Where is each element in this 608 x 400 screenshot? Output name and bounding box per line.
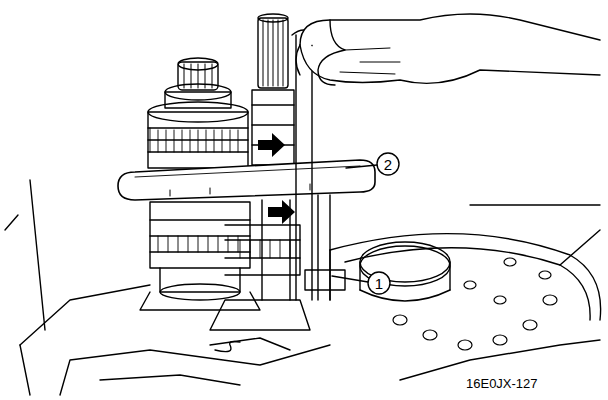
callout-number: 2 (384, 157, 392, 172)
callout-number: 1 (375, 276, 383, 291)
figure-code: 16E0JX-127 (466, 377, 538, 390)
